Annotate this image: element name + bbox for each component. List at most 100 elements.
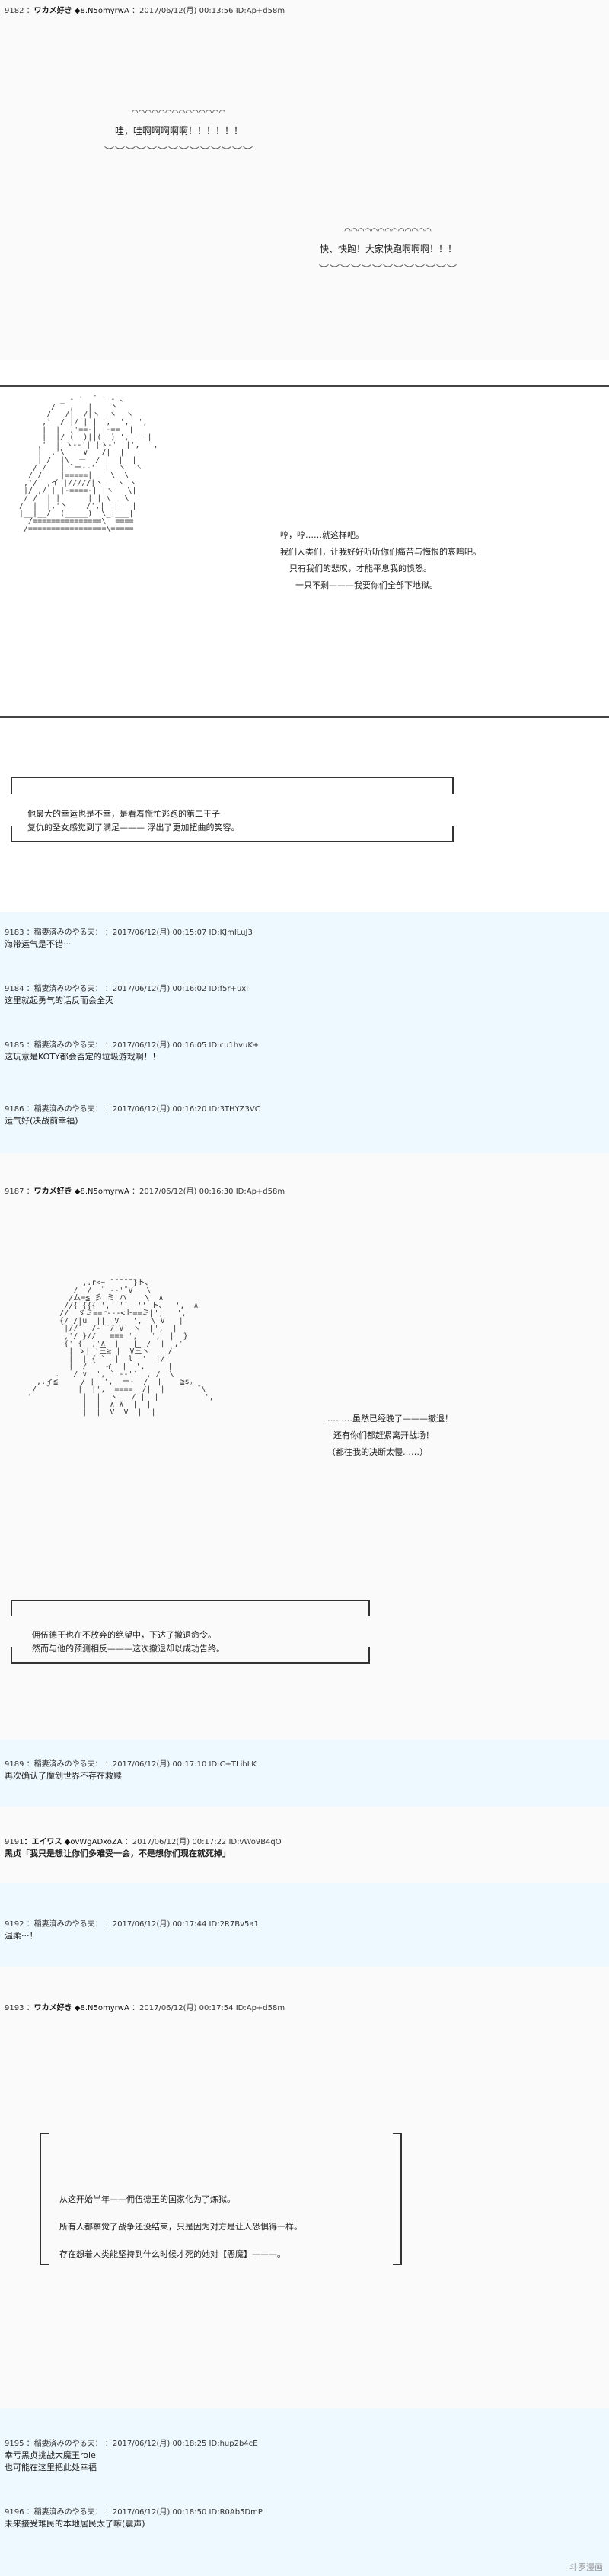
post-date: 2017/06/12(月) 00:18:25 <box>112 2440 207 2448</box>
post-date: 2017/06/12(月) 00:18:50 <box>112 2508 207 2517</box>
post-date: 2017/06/12(月) 00:16:20 <box>112 1105 207 1114</box>
post-number[interactable]: 9185 <box>5 1041 24 1050</box>
poster-id[interactable]: ID:Ap+d58m <box>235 7 285 15</box>
post-body-line: 幸亏黑贞挑战大魔王role <box>5 2450 96 2460</box>
poster-id[interactable]: ID:R0Ab5DmP <box>209 2508 263 2517</box>
poster-trip: ◆ovWgADxoZA <box>64 1838 123 1846</box>
shout-bubble-2: ⌒⌒⌒⌒⌒⌒⌒⌒⌒⌒⌒⌒⌒ 快、快跑！大家快跑啊啊啊！！！ ︶︶︶︶︶︶︶︶︶︶… <box>266 225 510 276</box>
post-number[interactable]: 9182 <box>5 7 24 15</box>
post-9195: 9195 ：稲妻済みのやる夫： ：2017/06/12(月) 00:18:25 … <box>0 2408 609 2498</box>
dialogue-line: （都往我的决断太慢……） <box>327 1447 428 1457</box>
poster-id[interactable]: ID:hup2b4cE <box>209 2440 258 2448</box>
poster-name: ：稲妻済みのやる夫： <box>26 1041 103 1050</box>
poster-name: ：エイワス <box>24 1838 62 1846</box>
post-date: 2017/06/12(月) 00:13:56 <box>139 7 234 15</box>
narration-1: 他最大的幸运也是不幸，是看着慌忙逃跑的第二王子 复仇的圣女感觉到了满足——— 浮… <box>27 794 240 835</box>
poster-name: ワカメ好き <box>33 2004 72 2012</box>
post-9191: 9191：エイワス ◆ovWgADxoZA ：2017/06/12(月) 00:… <box>0 1807 609 1883</box>
post-header: 9182 ：ワカメ好き ◆8.N5omyrwA ：2017/06/12(月) 0… <box>5 7 285 15</box>
poster-name: ：稲妻済みのやる夫： <box>26 1920 103 1929</box>
narration-line: 佣伍德王也在不放弃的绝望中，下达了撤退命令。 <box>32 1630 216 1640</box>
poster-id[interactable]: ID:2R7Bv5a1 <box>209 1920 259 1929</box>
post-header: 9189 ：稲妻済みのやる夫： ：2017/06/12(月) 00:17:10 … <box>5 1760 257 1769</box>
poster-name: ワカメ好き <box>33 7 72 15</box>
post-header: 9187 ：ワカメ好き ◆8.N5omyrwA ：2017/06/12(月) 0… <box>5 1187 285 1196</box>
poster-trip: ◆8.N5omyrwA <box>74 7 129 15</box>
post-number[interactable]: 9187 <box>5 1187 24 1196</box>
bubble-bottom-edge: ︶︶︶︶︶︶︶︶︶︶︶︶︶ <box>318 264 458 276</box>
post-body: 这里就起勇气的话反而会全灭 <box>5 996 113 1005</box>
dialogue-line: 只有我们的悲叹，才能平息我的愤怒。 <box>289 564 432 574</box>
post-date: 2017/06/12(月) 00:16:05 <box>112 1041 207 1050</box>
shout-text: 快、快跑！大家快跑啊啊啊！！！ <box>319 244 457 254</box>
post-body: 运气好(决战前幸福) <box>5 1116 78 1126</box>
post-body: 黑贞「我只是想让你们多难受一会，不是想你们现在就死掉」 <box>5 1849 231 1858</box>
post-body: 未来接受难民的本地居民太了嘛(震声) <box>5 2519 145 2529</box>
post-header: 9186 ：稲妻済みのやる夫： ：2017/06/12(月) 00:16:20 … <box>5 1105 260 1114</box>
poster-id[interactable]: ID:3THYZ3VC <box>209 1105 260 1114</box>
dialogue-block-2: ………虽然已经晚了———撤退！ 还有你们都赶紧离开战场！ （都往我的决断太慢……… <box>327 1394 453 1461</box>
post-9185: 9185 ：稲妻済みのやる夫： ：2017/06/12(月) 00:16:05 … <box>0 1022 609 1077</box>
narration-line: 他最大的幸运也是不幸，是看着慌忙逃跑的第二王子 <box>27 809 220 819</box>
post-number[interactable]: 9192 <box>5 1920 24 1929</box>
post-9192: 9192 ：稲妻済みのやる夫： ：2017/06/12(月) 00:17:44 … <box>0 1883 609 1967</box>
post-number[interactable]: 9196 <box>5 2508 24 2517</box>
post-number[interactable]: 9195 <box>5 2440 24 2448</box>
ascii-art-jeanne-1: _ - ' ̄ ' - 、 / , | ヽ / /| /|ヽ ヽ ヽ ,' / … <box>19 395 158 533</box>
poster-name: ワカメ好き <box>33 1187 72 1196</box>
poster-trip: ◆8.N5omyrwA <box>74 2004 129 2012</box>
narration-line: 从这开始半年——佣伍德王的国家化为了炼狱。 <box>59 2194 235 2204</box>
narration-frame-bottom <box>11 826 454 842</box>
post-header: 9191：エイワス ◆ovWgADxoZA ：2017/06/12(月) 00:… <box>5 1838 282 1846</box>
dialogue-line: 还有你们都赶紧离开战场！ <box>333 1430 434 1440</box>
poster-id[interactable]: ID:vWo9B4qO <box>228 1838 282 1846</box>
post-number[interactable]: 9183 <box>5 928 24 937</box>
post-body: 再次确认了魔剑世界不存在救赎 <box>5 1771 122 1781</box>
post-body: 温柔···！ <box>5 1931 38 1941</box>
poster-id[interactable]: ID:Ap+d58m <box>235 1187 285 1196</box>
post-date: 2017/06/12(月) 00:15:07 <box>112 928 207 937</box>
poster-name: ：稲妻済みのやる夫： <box>26 1105 103 1114</box>
post-date: 2017/06/12(月) 00:16:02 <box>112 985 207 993</box>
poster-id[interactable]: ID:KJmILuJ3 <box>209 928 253 937</box>
post-number[interactable]: 9193 <box>5 2004 24 2012</box>
shout-text: 哇，哇啊啊啊啊啊！！！！！！ <box>114 126 243 136</box>
bubble-bottom-edge: ︶︶︶︶︶︶︶︶︶︶︶︶︶︶ <box>104 146 253 158</box>
post-header: 9193 ：ワカメ好き ◆8.N5omyrwA ：2017/06/12(月) 0… <box>5 2004 285 2012</box>
post-number[interactable]: 9189 <box>5 1760 24 1769</box>
poster-name: ：稲妻済みのやる夫： <box>26 1760 103 1769</box>
narration-line: 复仇的圣女感觉到了满足——— 浮出了更加扭曲的笑容。 <box>27 823 240 833</box>
post-number[interactable]: 9184 <box>5 985 24 993</box>
narration-line: 存在想着人类能坚持到什么时候才死的她对【恶魔】———。 <box>59 2249 285 2259</box>
poster-name: ：稲妻済みのやる夫： <box>26 2440 103 2448</box>
post-date: 2017/06/12(月) 00:17:10 <box>112 1760 207 1769</box>
dialogue-line: 一只不剩———我要你们全部下地狱。 <box>295 580 438 590</box>
poster-id[interactable]: ID:C+TLihLK <box>209 1760 257 1769</box>
poster-id[interactable]: ID:cu1hvuK+ <box>209 1041 260 1050</box>
post-header: 9183 ：稲妻済みのやる夫： ：2017/06/12(月) 00:15:07 … <box>5 928 253 937</box>
post-body-line: 也可能在这里把此处幸福 <box>5 2463 97 2472</box>
post-header: 9192 ：稲妻済みのやる夫： ：2017/06/12(月) 00:17:44 … <box>5 1920 259 1929</box>
dialogue-block-1: 哼，哼……就这样吧。 我们人类们，让我好好听听你们痛苦与悔恨的哀鸣吧。 只有我们… <box>280 510 481 594</box>
poster-id[interactable]: ID:Ap+d58m <box>235 2004 285 2012</box>
post-date: 2017/06/12(月) 00:16:30 <box>139 1187 234 1196</box>
post-header: 9185 ：稲妻済みのやる夫： ：2017/06/12(月) 00:16:05 … <box>5 1041 260 1050</box>
narration-frame-bottom <box>11 1647 370 1664</box>
poster-id[interactable]: ID:f5r+uxl <box>209 985 248 993</box>
watermark: 斗罗漫画 <box>569 2562 603 2572</box>
narration-frame-top <box>11 1600 370 1616</box>
poster-name: ：稲妻済みのやる夫： <box>26 2508 103 2517</box>
bubble-top-edge: ⌒⌒⌒⌒⌒⌒⌒⌒⌒⌒⌒⌒⌒ <box>344 225 432 236</box>
dialogue-line: 哼，哼……就这样吧。 <box>280 530 364 540</box>
post-9183: 9183 ：稲妻済みのやる夫： ：2017/06/12(月) 00:15:07 … <box>0 912 609 967</box>
post-number[interactable]: 9186 <box>5 1105 24 1114</box>
post-number[interactable]: 9191 <box>5 1838 24 1846</box>
post-body: 海带运气是不错··· <box>5 939 72 949</box>
shout-bubble-1: ⌒⌒⌒⌒⌒⌒⌒⌒⌒⌒⌒⌒⌒⌒ 哇，哇啊啊啊啊啊！！！！！！ ︶︶︶︶︶︶︶︶︶︶… <box>53 107 304 158</box>
post-header: 9196 ：稲妻済みのやる夫： ：2017/06/12(月) 00:18:50 … <box>5 2508 263 2517</box>
post-9193: 9193 ：ワカメ好き ◆8.N5omyrwA ：2017/06/12(月) 0… <box>0 1967 609 2408</box>
post-9184: 9184 ：稲妻済みのやる夫： ：2017/06/12(月) 00:16:02 … <box>0 967 609 1022</box>
post-body: 这玩意是KOTY都会否定的垃圾游戏啊！！ <box>5 1052 161 1062</box>
post-9182: 9182 ：ワカメ好き ◆8.N5omyrwA ：2017/06/12(月) 0… <box>0 0 609 360</box>
ascii-art-king: ,.r<~ ̄ ̄ ̄ ̄ ̄ ̄}ト、 / / ¨ -‐'¨V \ /ム=≦ … <box>27 1279 214 1417</box>
